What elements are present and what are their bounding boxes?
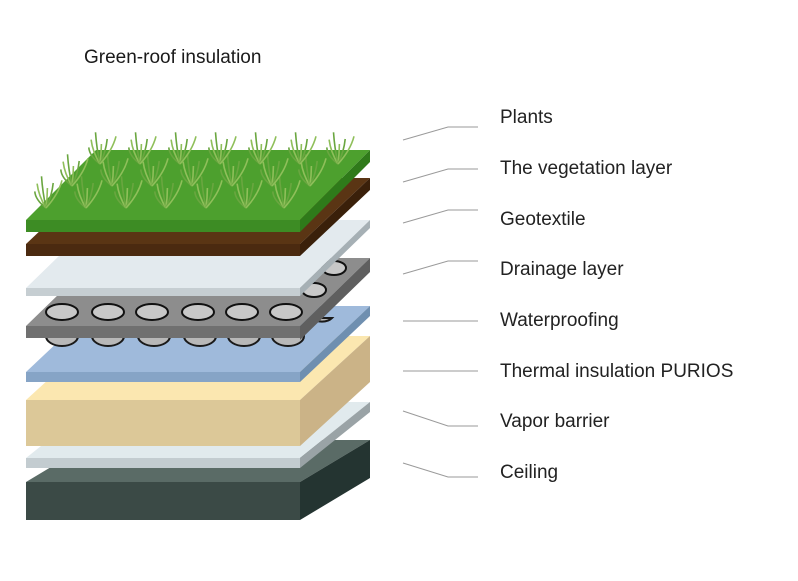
leader-line-plants — [402, 126, 478, 141]
diagram-title: Green-roof insulation — [84, 47, 262, 68]
plant-tuft — [234, 176, 263, 209]
plant-tuft — [180, 154, 209, 187]
label-drainage-layer: Drainage layer — [500, 259, 624, 280]
plant-tuft — [140, 154, 169, 187]
plant-tuft — [88, 132, 117, 165]
leader-line-vapor — [402, 410, 478, 427]
leader-line-vegetation — [402, 168, 478, 183]
drainage-dimples — [44, 317, 335, 347]
plant-tuft — [154, 176, 183, 209]
plant-tuft — [288, 132, 317, 165]
plant-tuft — [208, 132, 237, 165]
label-waterproofing: Waterproofing — [500, 310, 619, 331]
label-vapor-barrier: Vapor barrier — [500, 411, 610, 432]
plant-tufts — [34, 132, 355, 209]
plant-tuft — [326, 132, 355, 165]
label-geotextile: Geotextile — [500, 209, 586, 230]
plant-tuft — [74, 176, 103, 209]
leader-line-geotextile — [402, 209, 478, 224]
plant-tuft — [100, 154, 129, 187]
label-thermal-insulation: Thermal insulation PURIOS — [500, 361, 734, 382]
plant-tuft — [168, 132, 197, 165]
plant-tuft — [272, 176, 301, 209]
plant-tuft — [114, 176, 143, 209]
plant-tuft — [220, 154, 249, 187]
leader-line-drainage — [402, 260, 478, 275]
plant-tuft — [260, 154, 289, 187]
plant-tuft — [34, 176, 63, 209]
plant-tuft — [60, 154, 89, 187]
label-ceiling: Ceiling — [500, 462, 559, 483]
label-vegetation-layer: The vegetation layer — [500, 158, 673, 179]
label-plants: Plants — [500, 107, 553, 128]
leader-line-ceiling — [402, 462, 478, 478]
plant-tuft — [194, 176, 223, 209]
leader-lines — [402, 126, 478, 478]
plant-tuft — [128, 132, 157, 165]
plant-tuft — [248, 132, 277, 165]
